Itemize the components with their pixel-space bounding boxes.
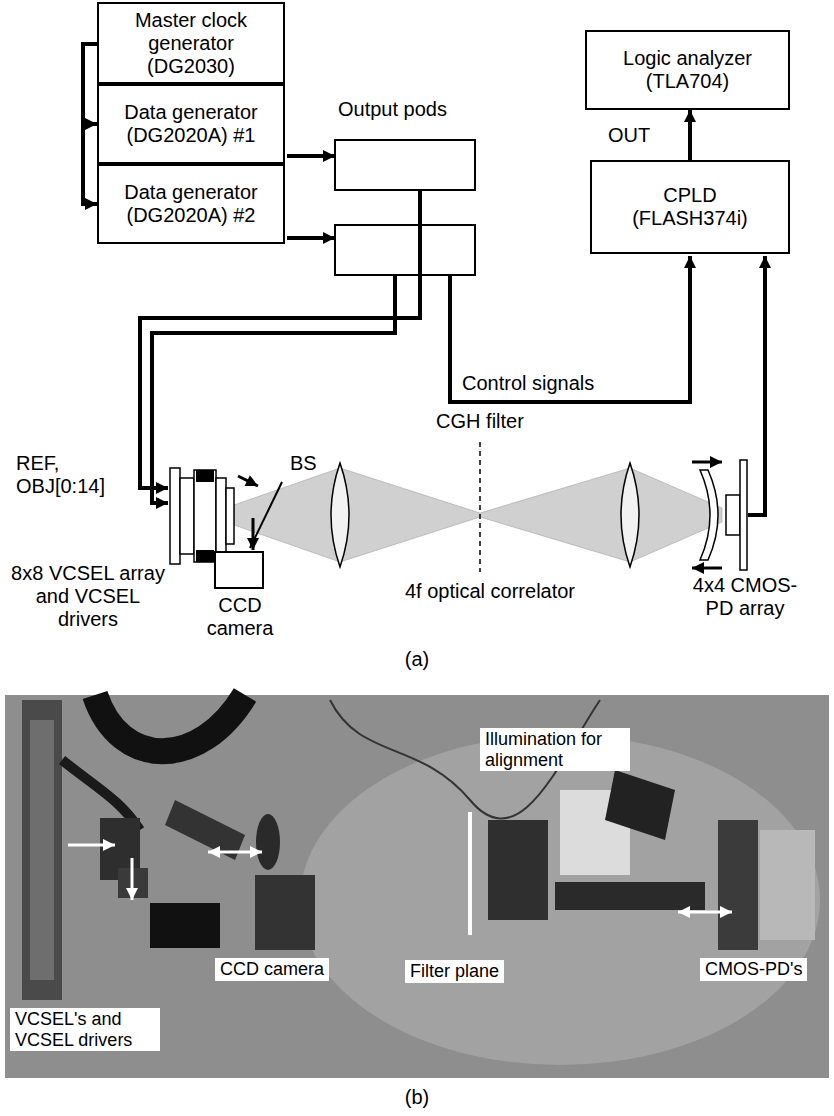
part-label: BS	[290, 452, 330, 475]
signal-connector	[83, 44, 97, 124]
process-box: CPLD (FLASH374i)	[590, 160, 790, 254]
driver-board-panel	[30, 720, 54, 980]
lens	[331, 463, 349, 567]
output-pod	[335, 225, 475, 275]
lens	[256, 814, 280, 870]
box-text: Data generator (DG2020A) #1	[107, 101, 275, 147]
ccd-camera	[215, 552, 263, 588]
vcsel-plate	[226, 488, 234, 544]
lens	[621, 463, 639, 567]
cmos-mount	[718, 820, 758, 950]
ccd-camera	[150, 903, 220, 948]
cgh-filter-plane	[479, 442, 481, 572]
photo-label: CCD camera	[215, 958, 329, 981]
output-wire	[748, 256, 765, 515]
illumination-lamp	[605, 770, 675, 840]
beam-arrow	[678, 911, 732, 914]
signal-wire	[287, 236, 335, 240]
part-label: 8x8 VCSEL array and VCSEL drivers	[8, 562, 168, 631]
subfigure-label: (a)	[392, 648, 442, 671]
beam-arrow	[131, 858, 134, 900]
vcsel-plate	[180, 478, 194, 554]
vcsel-spacer	[196, 550, 214, 562]
box-text: CPLD (FLASH374i)	[616, 184, 764, 230]
box-text: Logic analyzer (TLA704)	[595, 47, 780, 93]
box-text: Data generator (DG2020A) #2	[107, 181, 275, 227]
box-text: Master clock generator (DG2030)	[107, 9, 275, 78]
photo-label: Filter plane	[405, 960, 504, 983]
lens	[700, 470, 718, 560]
cmos-board	[760, 830, 815, 940]
edge-label: OUT	[608, 124, 650, 147]
alignment-arrow	[692, 461, 722, 464]
photo-label: CMOS-PD's	[700, 958, 807, 981]
cable	[95, 695, 245, 751]
part-label: 4x4 CMOS-PD array	[680, 574, 810, 620]
photo-label: Illumination for alignment	[480, 728, 630, 771]
driver-board	[22, 700, 62, 1000]
pd-board	[740, 460, 747, 570]
beam-arrow	[208, 851, 262, 854]
beam-splitter	[250, 482, 282, 548]
beam-arrow	[238, 476, 258, 486]
vcsel-spacer	[196, 470, 214, 482]
vcsel-plate	[216, 478, 226, 554]
instrument-box: Logic analyzer (TLA704)	[585, 30, 790, 110]
output-pod	[335, 140, 475, 190]
instrument-box: Data generator (DG2020A) #1	[97, 84, 285, 164]
signal-label: Control signals	[462, 372, 662, 395]
part-label: Output pods	[338, 98, 508, 121]
subfigure-label: (b)	[392, 1086, 442, 1109]
signal-connector	[83, 44, 97, 204]
signal-name: REF, OBJ[0:14]	[16, 452, 134, 498]
instrument-box: Master clock generator (DG2030)	[97, 2, 285, 84]
camera-body	[255, 875, 315, 950]
signal-wire	[152, 275, 395, 503]
optical-rail	[555, 882, 705, 910]
signal-connector	[688, 110, 692, 160]
signal-wire	[287, 154, 335, 158]
control-wire	[450, 256, 690, 402]
photo-background	[5, 695, 829, 1078]
vcsel-plate	[194, 470, 216, 562]
filter-plane-line	[468, 812, 472, 935]
photo-highlight	[300, 735, 820, 1065]
alignment-arrow	[692, 567, 722, 570]
beam-arrow	[252, 518, 255, 550]
beam-arrow	[68, 844, 115, 847]
part-label: CGH filter	[420, 410, 540, 433]
pd-chip	[726, 495, 740, 535]
vcsel-plate	[170, 468, 180, 564]
part-label: CCD camera	[198, 594, 282, 640]
light-beam	[234, 468, 722, 562]
filter-mount	[488, 820, 548, 920]
photo-label: VCSEL's and VCSEL drivers	[10, 1008, 160, 1051]
part-label: 4f optical correlator	[380, 580, 600, 603]
instrument-box: Data generator (DG2020A) #2	[97, 164, 285, 244]
